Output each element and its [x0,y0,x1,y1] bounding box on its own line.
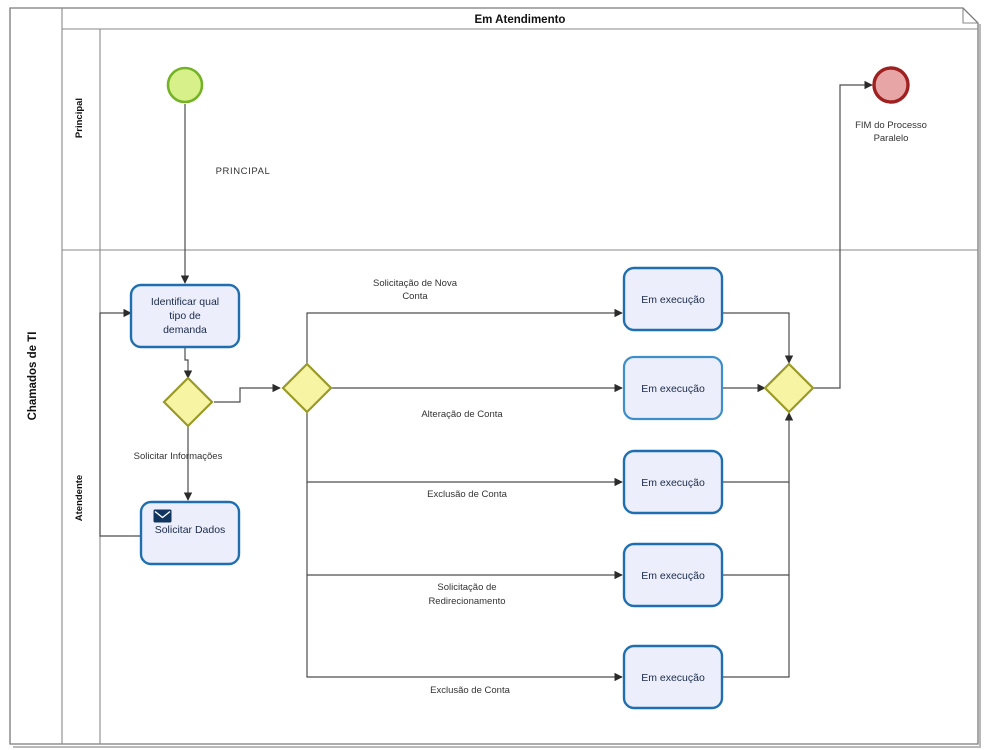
flow-join-to-end-event [813,80,873,389]
flow-label-branch-1-line1: Solicitação de Nova [373,278,458,289]
annotation-principal: PRINCIPAL [216,166,271,177]
flow-label-branch-3: Exclusão de Conta [427,489,507,500]
task-em-execucao-3-box[interactable] [622,449,724,515]
flow-identificar-to-gateway [183,347,193,379]
flow-label-branch-2: Alteração de Conta [421,409,503,420]
task-em-execucao-2[interactable]: Em execução [622,355,724,421]
start-event[interactable] [166,66,204,104]
task-em-execucao-4[interactable]: Em execução [622,542,724,608]
flow-label-branch-4-line2: Redirecionamento [428,596,505,607]
task-identificar-demanda[interactable]: Identificar qual tipo de demanda [129,283,241,349]
gateway-split[interactable] [281,362,333,414]
task-solicitar-dados[interactable]: Solicitar Dados [139,500,241,566]
task-identificar-demanda-line1: Identificar qual [151,296,219,308]
flow-branch-5 [306,575,623,682]
task-em-execucao-3-label: Em execução [641,477,705,489]
lane-label-atendente: Atendente [74,475,85,521]
end-event-label-line2: Paralelo [874,133,909,144]
flow-branch-1 [306,308,623,369]
task-solicitar-dados-label: Solicitar Dados [155,524,226,536]
task-em-execucao-4-box[interactable] [622,542,724,608]
envelope-icon [153,509,172,523]
flow-label-branch-5: Exclusão de Conta [430,685,510,696]
task-identificar-demanda-line3: demanda [163,324,207,336]
flow-label-branch-1-line2: Conta [402,291,428,302]
task-em-execucao-1[interactable]: Em execução [622,266,724,332]
end-event-circle[interactable] [872,66,910,104]
pool-title: Em Atendimento [475,14,566,26]
gateway-tipo-demanda-diamond[interactable] [162,376,214,428]
task-em-execucao-2-label: Em execução [641,383,705,395]
task-identificar-demanda-line2: tipo de [169,310,201,322]
task-em-execucao-5[interactable]: Em execução [622,644,724,710]
task-em-execucao-1-box[interactable] [622,266,724,332]
task-em-execucao-5-box[interactable] [622,644,724,710]
flow-label-branch-4-line1: Solicitação de [437,582,496,593]
task-em-execucao-5-label: Em execução [641,672,705,684]
task-identificar-demanda-box[interactable] [129,283,241,349]
sequence-flows [99,80,873,682]
task-em-execucao-4-label: Em execução [641,570,705,582]
task-em-execucao-2-box[interactable] [622,355,724,421]
gateway-split-diamond[interactable] [281,362,333,414]
end-event[interactable] [872,66,910,104]
lane-label-principal: Principal [74,98,85,138]
gateway-tipo-demanda[interactable] [162,376,214,428]
gateway-join-diamond[interactable] [763,362,815,414]
gateway-join[interactable] [763,362,815,414]
end-event-label-line1: FIM do Processo [855,120,927,131]
start-event-circle[interactable] [166,66,204,104]
flow-join-from-exec-1 [722,312,794,364]
task-em-execucao-3[interactable]: Em execução [622,449,724,515]
flow-join-from-exec-5 [722,575,790,678]
flow-gateway-to-split [214,383,281,403]
flow-solicitar-dados-loop-back [99,308,141,537]
flow-label-solicitar-informacoes: Solicitar Informações [134,451,223,462]
flow-join-from-exec-3 [722,412,794,483]
pool-label: Chamados de TI [27,332,39,421]
flow-join-from-exec-4 [722,482,790,576]
task-em-execucao-1-label: Em execução [641,294,705,306]
pool-frame [9,7,981,748]
